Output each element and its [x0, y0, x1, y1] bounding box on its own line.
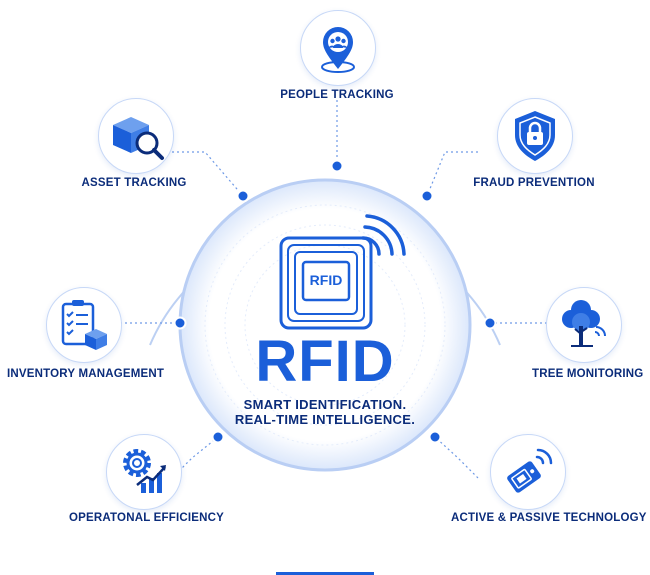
people-tracking-node — [300, 10, 376, 86]
chip-label: RFID — [309, 272, 343, 288]
rfid-tag-signal-icon — [507, 448, 553, 493]
label-asset-tracking: ASSET TRACKING — [81, 177, 187, 189]
active-passive-technology-node — [490, 434, 566, 510]
people-location-pin-icon — [321, 27, 355, 73]
center-title: RFID — [255, 329, 395, 394]
tree-monitoring-node — [546, 287, 622, 363]
tagline-line-1: SMART IDENTIFICATION. — [243, 397, 407, 412]
rfid-chip-icon — [279, 214, 406, 330]
box-magnifier-icon — [113, 117, 164, 160]
center-ring-1 — [204, 204, 446, 446]
label-tree-monitoring: TREE MONITORING — [532, 368, 644, 380]
label-people-tracking: PEOPLE TRACKING — [280, 89, 394, 101]
tree-signal-icon — [562, 300, 606, 347]
checklist-box-icon — [61, 300, 107, 350]
operational-efficiency-node — [106, 434, 182, 510]
asset-tracking-node — [98, 98, 174, 174]
label-active-passive-technology: ACTIVE & PASSIVE TECHNOLOGY — [451, 512, 647, 524]
connectors — [120, 100, 550, 479]
label-fraud-prevention: FRAUD PREVENTION — [473, 177, 595, 189]
shield-lock-icon — [515, 111, 555, 161]
orbit-nodes — [173, 159, 497, 444]
tagline-line-2: REAL-TIME INTELLIGENCE. — [234, 412, 416, 427]
center-ring-2 — [224, 224, 426, 426]
label-inventory-management: INVENTORY MANAGEMENT — [7, 368, 165, 380]
label-operational-efficiency: OPERATONAL EFFICIENCY — [69, 512, 224, 524]
inventory-management-node — [46, 287, 122, 363]
gear-growth-chart-icon — [123, 449, 166, 493]
fraud-prevention-node — [497, 98, 573, 174]
bottom-accent-bar — [276, 572, 374, 575]
